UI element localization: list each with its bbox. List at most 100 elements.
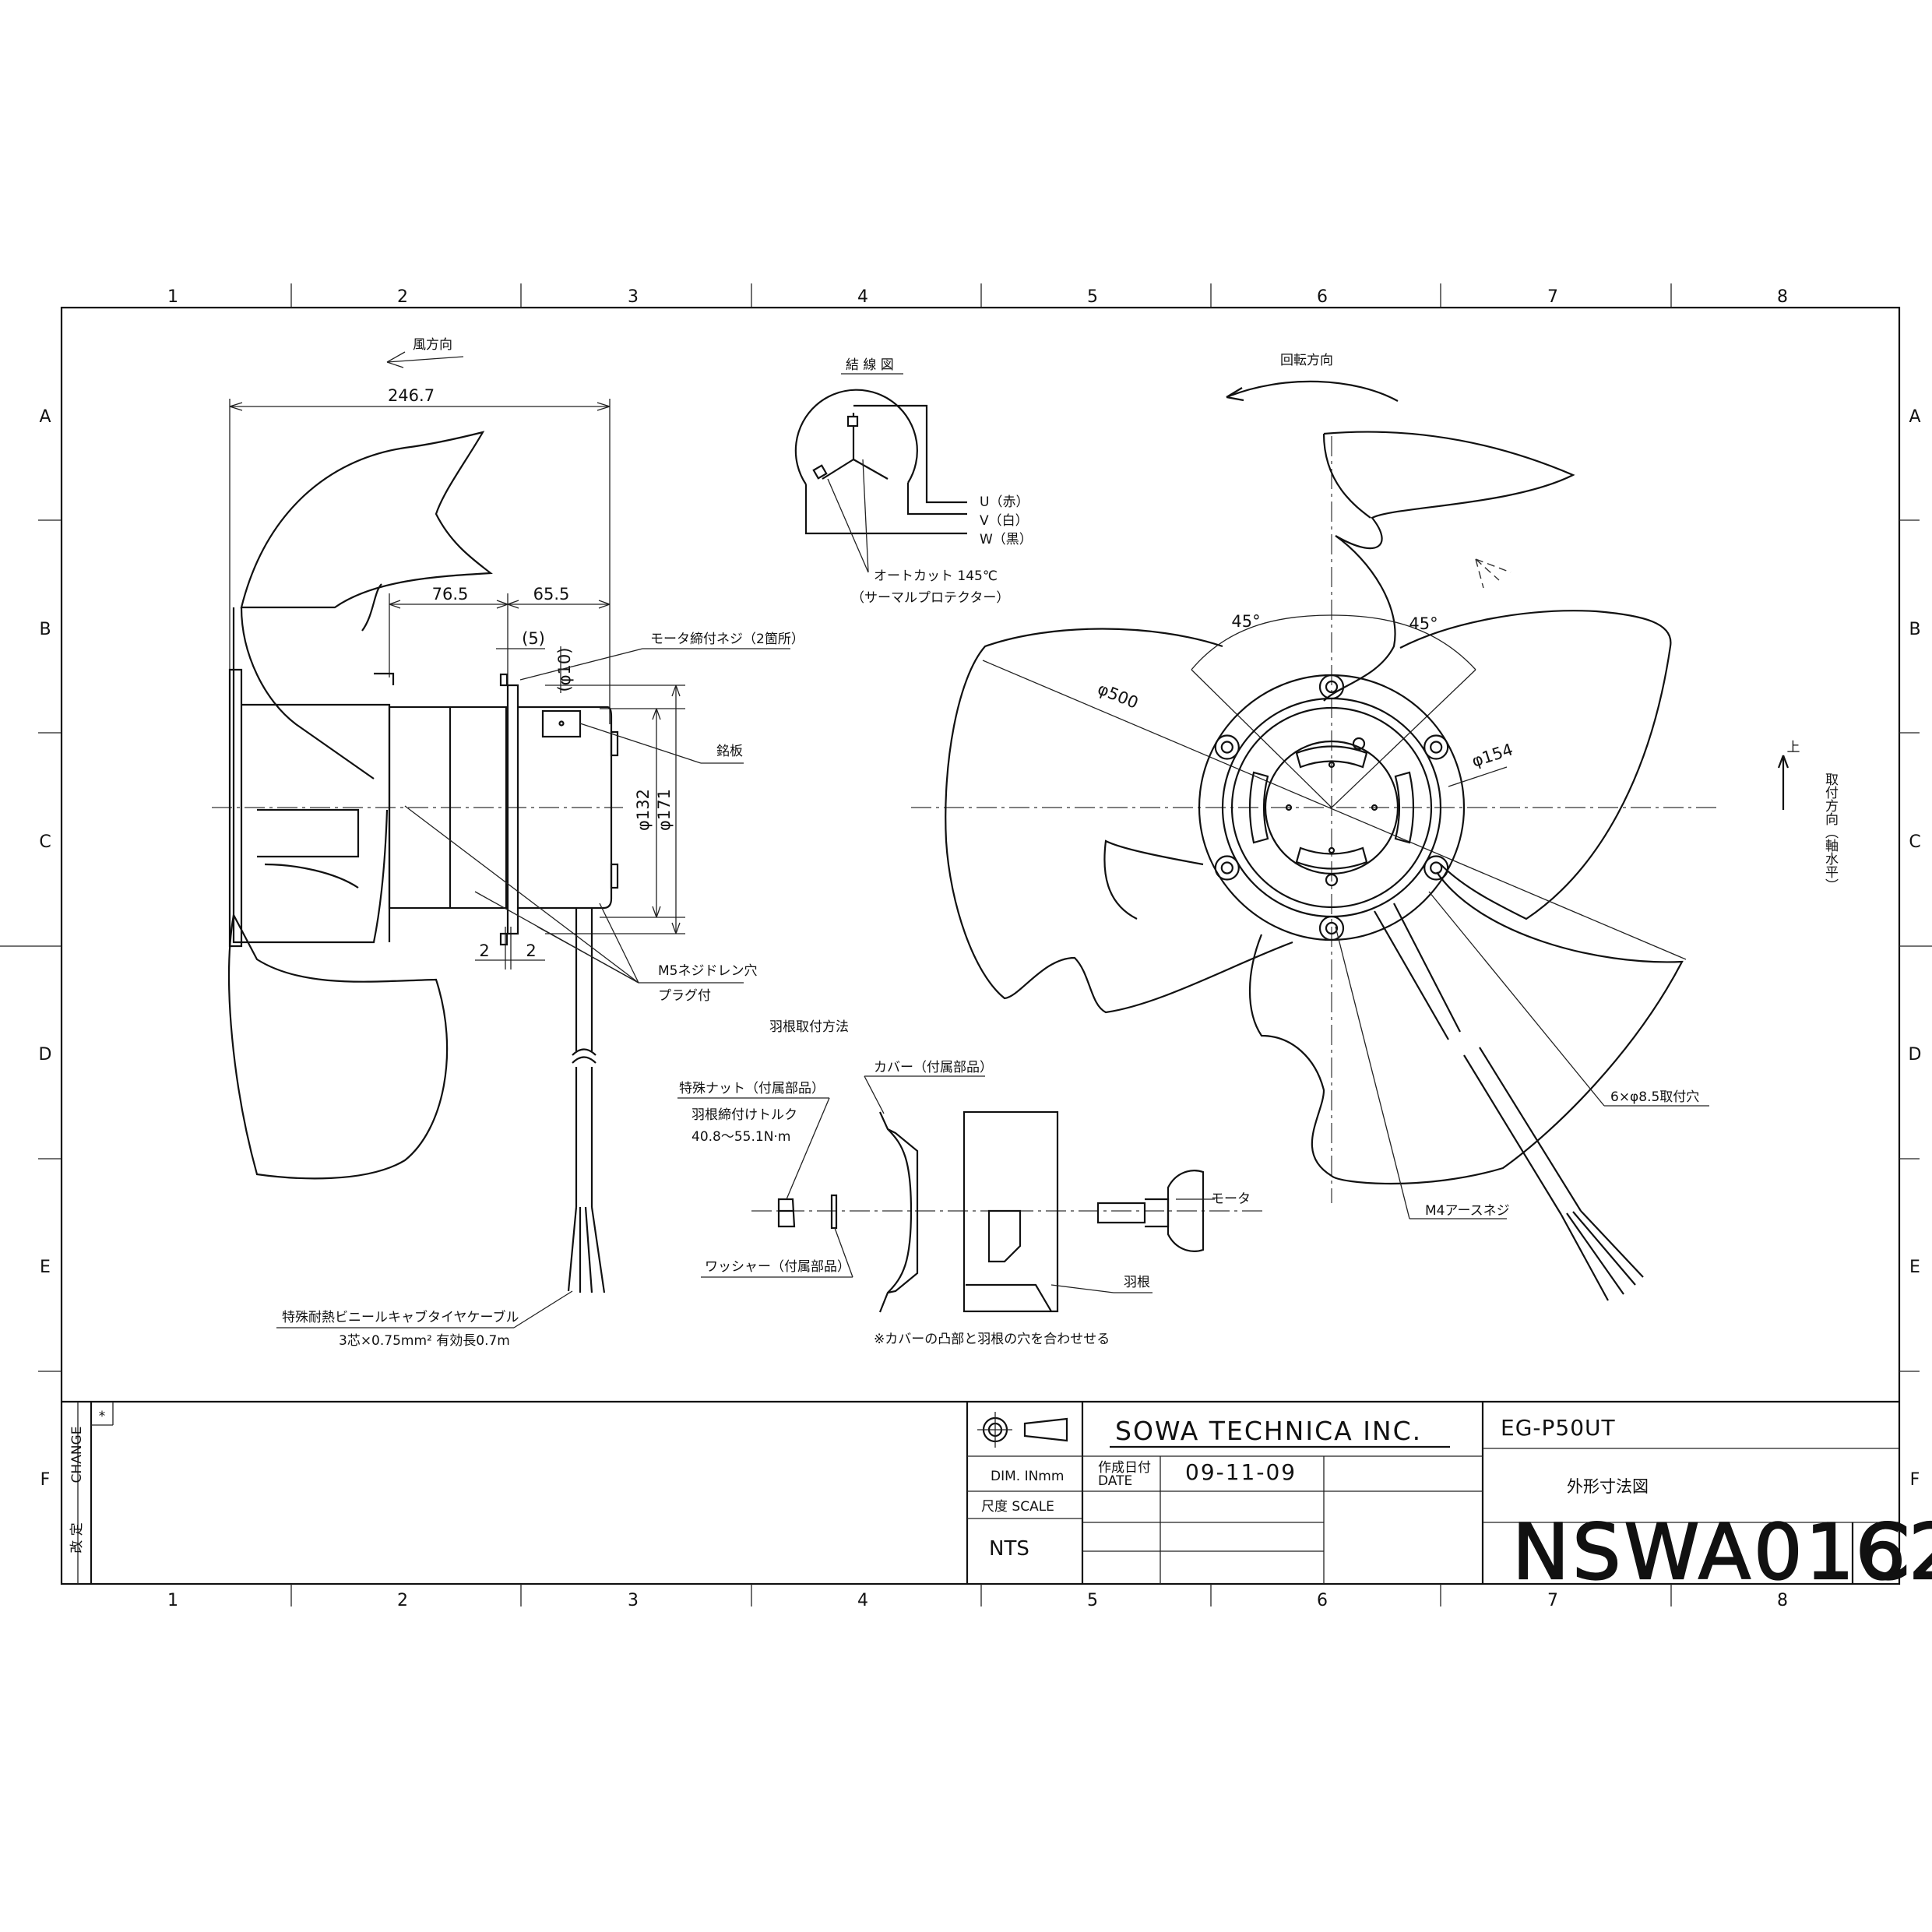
mount-hole — [1325, 921, 1339, 935]
wind-direction-label: 風方向 — [413, 337, 452, 353]
col-label-bottom-4: 4 — [857, 1591, 868, 1610]
drawing-number: NSWA0162 — [1512, 1508, 1932, 1597]
wire-w-label: W（黒） — [980, 532, 1033, 547]
mount-hole — [1220, 861, 1233, 875]
drain-hole-label: M5ネジドレン穴 — [658, 963, 757, 979]
angle-label-left: 45° — [1231, 612, 1260, 631]
col-label-top-8: 8 — [1777, 287, 1788, 307]
drawing-frame — [0, 283, 1932, 1606]
blade-mount-title: 羽根取付方法 — [769, 1019, 849, 1035]
wire-v-label: V（白） — [980, 513, 1029, 529]
mount-hole — [1325, 680, 1339, 694]
row-label-left-e: E — [40, 1258, 51, 1277]
rotation-label: 回転方向 — [1280, 353, 1333, 368]
change-star: * — [99, 1409, 106, 1424]
col-label-top-1: 1 — [167, 287, 178, 307]
row-label-right-b: B — [1909, 620, 1920, 639]
dim-2-right: 2 — [526, 941, 536, 960]
dim-overall-length: 246.7 — [388, 386, 435, 405]
date-label-jp: 作成日付 — [1098, 1460, 1151, 1476]
angle-label-right: 45° — [1409, 614, 1438, 633]
cable-size-label: 3芯×0.75mm² 有効長0.7m — [339, 1333, 510, 1349]
date-value: 09-11-09 — [1185, 1459, 1297, 1485]
torque-value: 40.8～55.1N·m — [692, 1129, 790, 1145]
wire-u-label: U（赤） — [980, 494, 1029, 510]
mount-hole-boss — [1318, 674, 1345, 700]
dim-unit-label: DIM. INmm — [991, 1469, 1064, 1484]
col-label-top-2: 2 — [397, 287, 408, 307]
row-label-left-f: F — [40, 1470, 51, 1490]
row-label-left-b: B — [39, 620, 51, 639]
row-label-left-a: A — [39, 407, 51, 427]
mount-hole — [1430, 861, 1443, 875]
col-label-top-4: 4 — [857, 287, 868, 307]
col-label-bottom-2: 2 — [397, 1591, 408, 1610]
row-label-right-c: C — [1909, 832, 1920, 852]
dim-phi171: φ171 — [655, 789, 674, 831]
mount-note: ※カバーの凸部と羽根の穴を合わせせる — [874, 1332, 1110, 1347]
drawing-title: 外形寸法図 — [1567, 1477, 1649, 1496]
row-label-right-f: F — [1910, 1470, 1920, 1490]
cover-label: カバー（付属部品） — [874, 1060, 993, 1075]
mount-hole-boss — [1423, 855, 1449, 881]
wiring-title: 結 線 図 — [846, 357, 894, 373]
nameplate-label: 銘板 — [716, 744, 743, 759]
dim-65-5: 65.5 — [533, 585, 570, 604]
col-label-top-5: 5 — [1087, 287, 1098, 307]
mount-holes — [1214, 674, 1449, 941]
row-label-left-c: C — [39, 832, 51, 852]
grid-labels: 1 2 3 4 5 6 7 8 1 2 3 4 5 6 7 8 A B C D … — [39, 287, 1922, 1610]
change-jp-label: 改 定 — [69, 1522, 85, 1553]
col-label-bottom-8: 8 — [1777, 1591, 1788, 1610]
wiring-diagram: 結 線 図 U（赤） V（白） W（黒） オートカット 145℃ （サーマルプロ… — [794, 357, 1033, 606]
motor-label: モータ — [1211, 1191, 1251, 1207]
dim-phi154: φ154 — [1469, 740, 1515, 770]
row-label-right-e: E — [1909, 1258, 1920, 1277]
drain-plug-label: プラグ付 — [658, 988, 711, 1004]
mount-hole — [1220, 741, 1233, 754]
col-label-bottom-6: 6 — [1317, 1591, 1328, 1610]
dim-phi132: φ132 — [634, 789, 653, 831]
row-label-right-d: D — [1909, 1045, 1922, 1065]
front-view: 回転方向 φ500 45° 45° — [911, 353, 1839, 1301]
scale-value: NTS — [989, 1537, 1029, 1561]
col-label-bottom-3: 3 — [628, 1591, 639, 1610]
dim-phi500: φ500 — [1095, 679, 1141, 712]
dim-76-5: 76.5 — [432, 585, 469, 604]
dim-5: (5) — [522, 629, 545, 648]
row-label-right-a: A — [1909, 407, 1920, 427]
col-label-bottom-5: 5 — [1087, 1591, 1098, 1610]
mount-hole-boss — [1214, 855, 1240, 881]
change-label: CHANGE — [69, 1427, 85, 1483]
col-label-top-7: 7 — [1547, 287, 1558, 307]
cable-spec-label: 特殊耐熱ビニールキャブタイヤケーブル — [282, 1309, 519, 1325]
motor-screw-label: モータ締付ネジ（2箇所） — [650, 632, 804, 647]
torque-label: 羽根締付けトルク — [692, 1107, 797, 1123]
blade-mount-method: 羽根取付方法 特殊ナット（付属部品） 羽根締付けトルク 40.8～55.1N·m… — [677, 1019, 1265, 1347]
blade-label: 羽根 — [1124, 1275, 1150, 1290]
mount-hole — [1430, 741, 1443, 754]
date-label: DATE — [1098, 1473, 1132, 1489]
protector-label: オートカット 145℃ — [874, 568, 998, 584]
col-label-bottom-1: 1 — [167, 1591, 178, 1610]
revision-letter: C — [1856, 1508, 1909, 1597]
side-view: 風方向 246.7 76.5 65.5 (5) (φ10) φ132 φ171 — [212, 337, 804, 1349]
col-label-top-3: 3 — [628, 287, 639, 307]
orient-up-label: 上 — [1787, 740, 1800, 755]
scale-label: 尺度 SCALE — [981, 1499, 1054, 1515]
title-block: * CHANGE 改 定 SOWA TECHNICA INC. EG-P50UT… — [62, 1400, 1932, 1598]
row-label-left-d: D — [39, 1045, 52, 1065]
washer-label: ワッシャー（付属部品） — [705, 1259, 850, 1275]
col-label-top-6: 6 — [1317, 287, 1328, 307]
company-name: SOWA TECHNICA INC. — [1115, 1416, 1422, 1446]
orient-direction-label: 取付方向（軸水平） — [1822, 772, 1839, 892]
mount-hole-boss — [1423, 734, 1449, 760]
mount-hole-boss — [1318, 915, 1345, 941]
model-number: EG-P50UT — [1501, 1415, 1616, 1441]
mount-holes-label: 6×φ8.5取付穴 — [1610, 1089, 1699, 1105]
mount-hole-boss — [1214, 734, 1240, 760]
earth-screw-label: M4アースネジ — [1425, 1203, 1510, 1219]
nut-label: 特殊ナット（付属部品） — [679, 1081, 825, 1096]
col-label-bottom-7: 7 — [1547, 1591, 1558, 1610]
